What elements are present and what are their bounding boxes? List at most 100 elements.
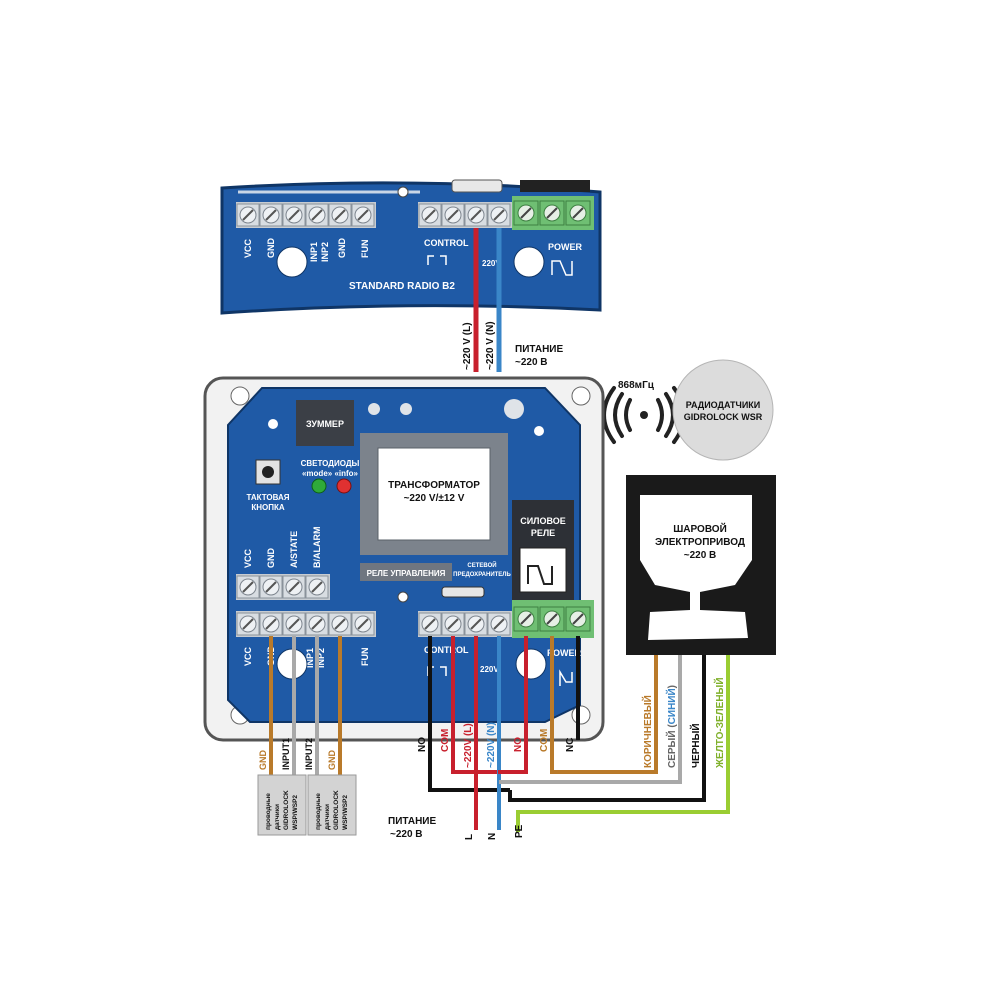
sensor1-line1: проводные [265, 793, 272, 830]
sensor1-line2: датчики [274, 804, 281, 830]
wire-neutral-label: ~220V (N) [486, 722, 497, 768]
sensor2-line2: датчики [324, 804, 331, 830]
top-relay-edge [520, 180, 590, 192]
upper-label-balarm: B/ALARM [312, 527, 322, 569]
fuse-line2: ПРЕДОХРАНИТЕЛЬ [453, 572, 511, 578]
wire-gnd1: GND [258, 750, 268, 771]
wire-pe-label: PE [514, 824, 525, 838]
top-220v-label: 220V [482, 259, 501, 268]
wired-sensor-1: проводные датчики GIDROLOCK WSP/WSP2 [257, 774, 307, 836]
wire-input1: INPUT1 [281, 738, 291, 770]
sensor-wires [269, 636, 342, 775]
mains-fuse [441, 586, 485, 598]
wire-gray-blue: СИНИЙ [665, 688, 678, 724]
buzzer-label: ЗУММЕР [306, 419, 344, 429]
wire-n-label: N [487, 833, 498, 840]
tact-button-line1: ТАКТОВАЯ [246, 493, 289, 502]
supply-line2: ~220 В [390, 829, 423, 840]
wire-com-right: COM [539, 729, 550, 752]
lower-label-inp2: INP2 [316, 648, 326, 668]
main-lower-terminals [236, 611, 376, 637]
upper-label-vcc: VCC [243, 548, 253, 568]
wire-yellow-green: ЖЕЛТО-ЗЕЛЕНЫЙ [713, 677, 726, 769]
sensor2-line4: WSP/WSP2 [342, 795, 349, 830]
top-control-relay-symbol [427, 255, 447, 265]
top-label-vcc: VCC [243, 238, 253, 258]
relay-wires [428, 636, 730, 832]
wire-no-left: NO [417, 737, 428, 752]
wire-gray: СЕРЫЙ (СИНИЙ) [665, 685, 678, 768]
actuator-line3: ~220 В [684, 550, 717, 561]
control-relay [360, 563, 452, 581]
wire-brown: КОРИЧНЕВЫЙ [641, 695, 654, 768]
wire-live-label: ~220V (L) [463, 723, 474, 768]
wire-nc: NC [565, 738, 576, 752]
lower-label-fun: FUN [360, 648, 370, 667]
main-control-terminals [418, 611, 512, 637]
transformer-line2: ~220 V/±12 V [404, 493, 465, 504]
top-board: VCC GND INP1 INP2 GND FUN CONTROL 220V P… [220, 179, 602, 315]
sensor1-line3: GIDROLOCK [283, 790, 290, 830]
wired-sensor-2: проводные датчики GIDROLOCK WSP/WSP2 [307, 774, 357, 836]
top-label-inp2: INP2 [320, 242, 330, 262]
upper-label-gnd: GND [266, 548, 276, 569]
control-relay-label: РЕЛЕ УПРАВЛЕНИЯ [367, 569, 446, 578]
wire-com-left: COM [440, 729, 451, 752]
top-live-label: ~220 V (L) [462, 322, 473, 370]
top-control-label: CONTROL [424, 238, 469, 248]
sensor2-line3: GIDROLOCK [333, 790, 340, 830]
radio-sensor-line1: РАДИОДАТЧИКИ [686, 400, 761, 410]
top-supply-line1: ПИТАНИЕ [515, 344, 563, 355]
wire-black: ЧЕРНЫЙ [689, 723, 702, 768]
radio-sensor-line2: GIDROLOCK WSR [684, 412, 763, 422]
top-board-name: STANDARD RADIO B2 [349, 281, 455, 292]
wire-gnd2: GND [327, 750, 337, 771]
radio-waves [602, 386, 686, 444]
top-label-fun: FUN [360, 240, 370, 259]
main-mount-hole-right [515, 648, 547, 680]
top-label-gnd2: GND [337, 238, 347, 259]
main-control-label: CONTROL [424, 645, 469, 655]
leds-line2: «mode» «info» [302, 469, 359, 478]
buzzer [296, 400, 354, 446]
tact-button-line2: КНОПКА [251, 503, 285, 512]
sensor1-line4: WSP/WSP2 [292, 795, 299, 830]
main-power-relay-symbol [559, 669, 573, 686]
top-supply-line2: ~220 В [515, 357, 548, 368]
top-neutral-label: ~220 V (N) [485, 321, 496, 370]
led-mode [311, 478, 327, 494]
lower-label-vcc: VCC [243, 646, 253, 666]
top-input-terminals [236, 202, 376, 228]
wire-no-right: NO [513, 737, 524, 752]
wire-l-label: L [464, 834, 475, 840]
actuator-line1: ШАРОВОЙ [673, 522, 727, 535]
top-label-gnd: GND [266, 238, 276, 259]
sensor2-line1: проводные [315, 793, 322, 830]
actuator-line2: ЭЛЕКТРОПРИВОД [655, 537, 745, 548]
main-upper-terminals [236, 574, 330, 600]
top-fuse [451, 179, 503, 193]
main-board: ЗУММЕР ТРАНСФОРМАТОР ~220 V/±12 V СВЕТОД… [203, 376, 605, 742]
radio-frequency: 868мГц [618, 380, 655, 391]
leds-line1: СВЕТОДИОДЫ [301, 459, 360, 468]
top-power-terminals [512, 196, 594, 230]
power-relay-line1: СИЛОВОЕ [520, 516, 566, 526]
top-power-relay-symbol [551, 260, 573, 276]
power-relay-line2: РЕЛЕ [531, 528, 555, 538]
upper-label-astate: A/STATE [289, 531, 299, 568]
top-power-label: POWER [548, 242, 583, 252]
led-info [336, 478, 352, 494]
main-220v-label: 220V [480, 665, 499, 674]
main-power-terminals [512, 600, 594, 638]
supply-line1: ПИТАНИЕ [388, 816, 436, 827]
lower-label-inp1: INP1 [305, 648, 315, 668]
fuse-line1: СЕТЕВОЙ [467, 561, 496, 569]
top-control-terminals [418, 202, 512, 228]
transformer-line1: ТРАНСФОРМАТОР [388, 480, 480, 491]
main-power-label: POWER [547, 648, 582, 658]
top-mount-hole-right [513, 246, 545, 278]
top-mount-hole-left [276, 246, 308, 278]
ball-valve-actuator: ШАРОВОЙ ЭЛЕКТРОПРИВОД ~220 В [626, 475, 776, 655]
wire-input2: INPUT2 [304, 738, 314, 770]
